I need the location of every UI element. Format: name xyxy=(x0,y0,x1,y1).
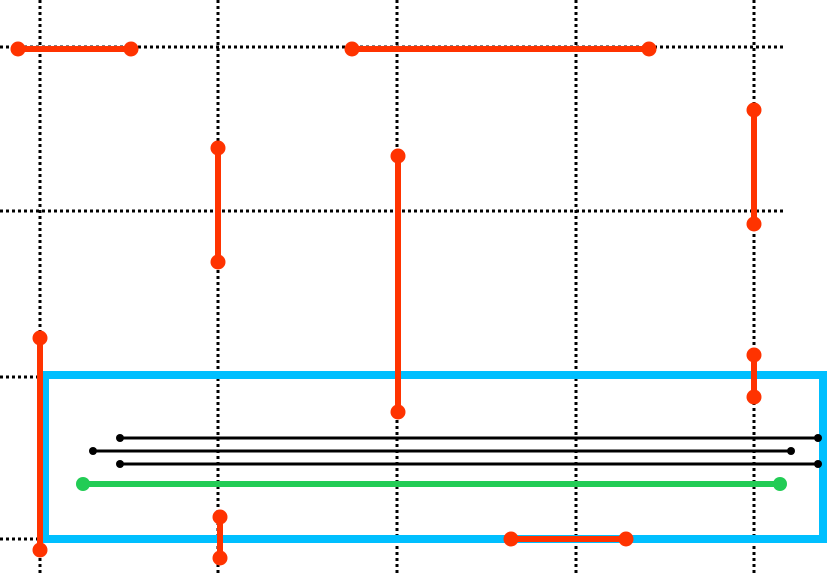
green-line-start-dot xyxy=(76,477,90,491)
red-segment-3-end-dot xyxy=(210,254,226,270)
black-line-3-start-dot xyxy=(116,460,124,468)
red-segment-8-start-dot xyxy=(212,509,228,525)
red-segment-8-end-dot xyxy=(212,550,228,566)
red-segment-6-end-dot xyxy=(32,542,48,558)
red-segment-3-start-dot xyxy=(210,140,226,156)
black-line-2-start-dot xyxy=(89,447,97,455)
black-line-3-end-dot xyxy=(814,460,822,468)
highlight-region xyxy=(41,371,827,543)
red-segment-6-start-dot xyxy=(32,330,48,346)
parallel-lines xyxy=(76,434,822,491)
red-segment-5-end-dot xyxy=(746,216,762,232)
red-segment-2-end-dot xyxy=(641,41,657,57)
red-segment-4-end-dot xyxy=(390,404,406,420)
green-line-end-dot xyxy=(773,477,787,491)
black-line-1-start-dot xyxy=(116,434,124,442)
dotted-grid xyxy=(0,0,785,573)
red-segment-4-start-dot xyxy=(390,148,406,164)
red-segment-5-start-dot xyxy=(746,102,762,118)
black-line-1-end-dot xyxy=(814,434,822,442)
red-segments xyxy=(10,41,762,566)
red-segment-1-end-dot xyxy=(123,41,139,57)
cyan-highlight-box xyxy=(41,371,827,543)
black-line-2-end-dot xyxy=(787,447,795,455)
red-segment-7-start-dot xyxy=(746,347,762,363)
red-segment-9-end-dot xyxy=(618,531,634,547)
red-segment-1-start-dot xyxy=(10,41,26,57)
red-segment-7-end-dot xyxy=(746,389,762,405)
red-segment-9-start-dot xyxy=(503,531,519,547)
red-segment-2-start-dot xyxy=(344,41,360,57)
